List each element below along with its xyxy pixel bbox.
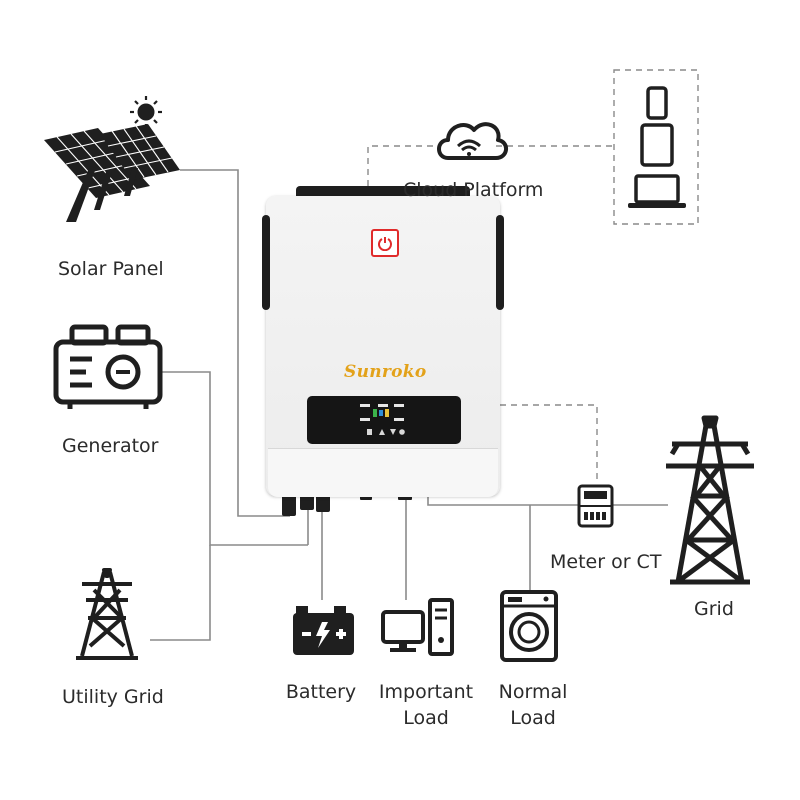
generator-line (162, 371, 308, 546)
normal-load-label-line1: Normal (498, 681, 568, 703)
connection-lines (150, 169, 668, 641)
utility-tower-icon (76, 568, 138, 660)
important-load-label-line1: Important (378, 681, 474, 703)
meter-icon (577, 484, 614, 528)
power-button-icon[interactable] (371, 229, 399, 257)
meter-label: Meter or CT (550, 551, 662, 573)
inverter-bottom-panel (268, 448, 498, 497)
solar-line (180, 169, 290, 517)
dashed-lines (367, 69, 699, 484)
battery-label: Battery (285, 681, 357, 703)
important-load-label: Important Load (379, 680, 473, 731)
grid-tower-icon (666, 415, 754, 585)
grid-output-line (427, 496, 595, 506)
grid-label: Grid (694, 598, 734, 620)
cloud-wifi-icon (437, 122, 508, 160)
important-load-label-line2: Load (403, 706, 449, 729)
desktop-computer-icon (381, 598, 454, 656)
phone-icon (646, 86, 668, 120)
inverter-left-handle (262, 215, 270, 310)
cloud-dashed-line (367, 145, 436, 186)
sun-icon (130, 96, 162, 128)
meter-dashed-line (500, 404, 598, 484)
normal-load-label: Normal Load (499, 680, 568, 731)
utility-grid-line (150, 545, 211, 641)
inverter-right-handle (496, 215, 504, 310)
lcd-keys (367, 429, 405, 435)
inverter-connectors (282, 494, 412, 516)
tablet-icon (640, 123, 674, 167)
lcd-screen (360, 404, 404, 421)
solar-panel-icon (44, 124, 180, 222)
battery-icon (293, 606, 354, 655)
normal-load-label-line2: Load (510, 706, 556, 729)
washing-machine-icon (500, 590, 558, 662)
brand-logo: Sunroko (344, 362, 427, 382)
laptop-icon (628, 174, 686, 208)
devices-dashed-box (613, 69, 699, 225)
generator-icon (53, 324, 163, 409)
cloud-platform-label: Cloud Platform (403, 179, 544, 201)
solar-panel-label: Solar Panel (58, 258, 164, 280)
utility-grid-label: Utility Grid (62, 686, 164, 708)
generator-label: Generator (62, 435, 159, 457)
